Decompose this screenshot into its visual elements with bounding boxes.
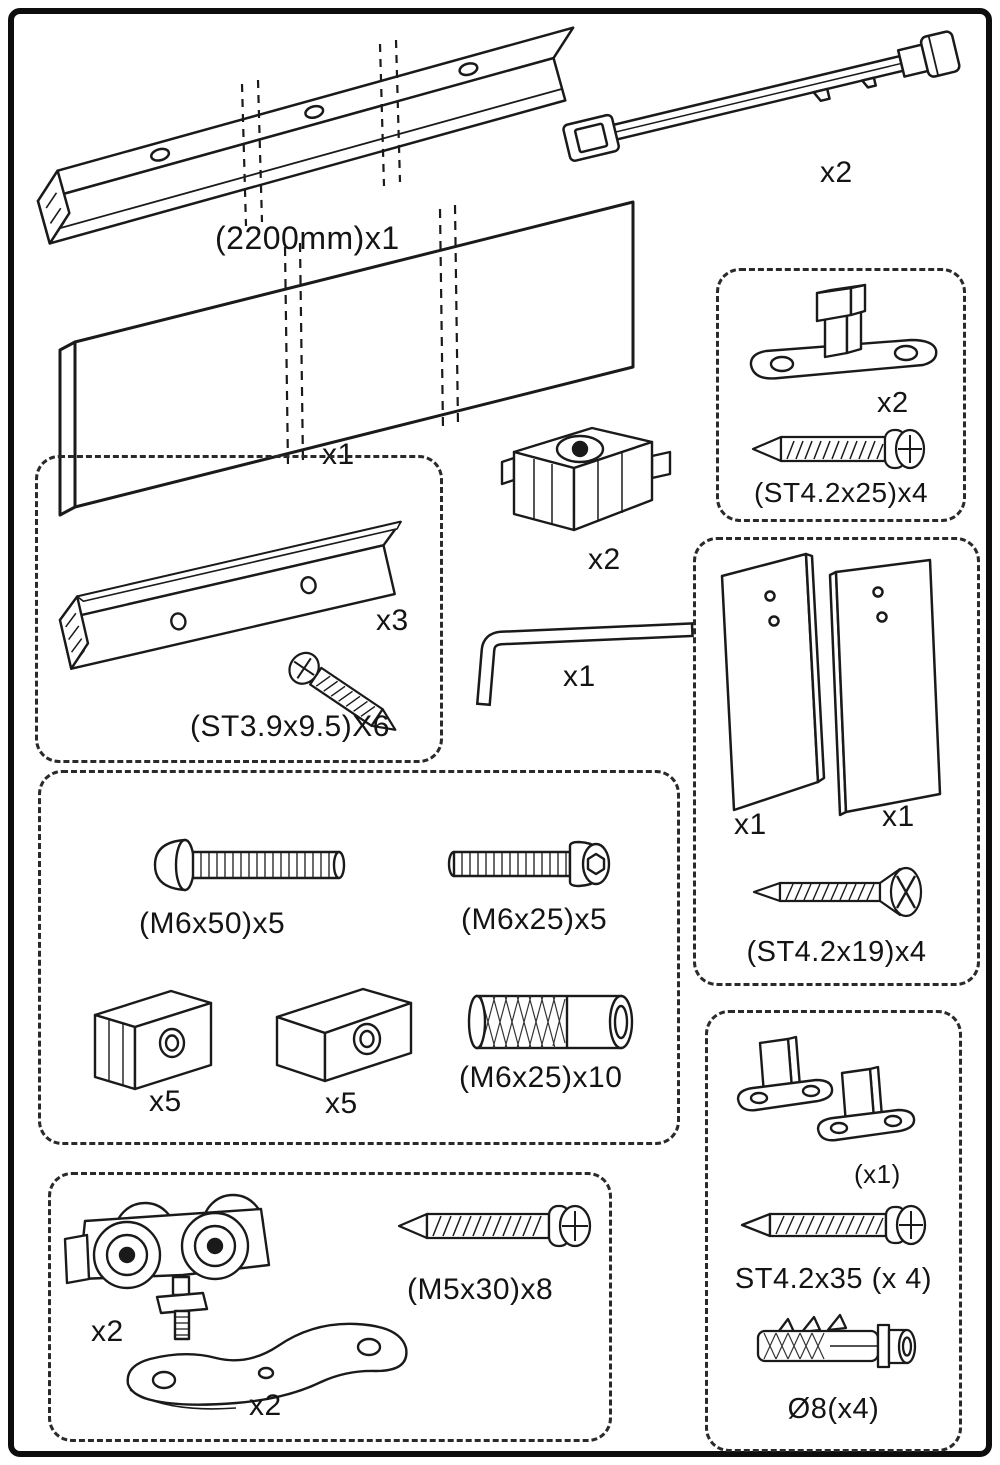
nut-block-thin-illustration (93, 989, 213, 1091)
floor-guide-group-box: (x1) ST4.2x35 (x 4) (705, 1010, 962, 1452)
wall-anchor-illustration (756, 1313, 917, 1369)
wall-channel-group-box: x3 (ST3.9x9.5)X6 (35, 455, 443, 763)
hex-key-qty-label: x1 (563, 660, 596, 693)
door-board-illustration (58, 200, 635, 517)
wall-channel-illustration (58, 520, 402, 670)
panel-screw-illustration (752, 866, 923, 918)
door-stop-screw-illustration (751, 428, 926, 470)
door-stop-group-box: x2 (ST4.2x25)x4 (716, 268, 966, 522)
roller-qty-label: x2 (91, 1315, 124, 1348)
damper-qty-label: x2 (820, 156, 853, 189)
rollers-group-box: x2 (M5x30)x8 x2 (48, 1172, 612, 1442)
floor-guide-illustration (736, 1035, 916, 1142)
wall-channel-screw-label: (ST3.9x9.5)X6 (190, 710, 390, 743)
board-qty-label: x1 (322, 438, 355, 471)
panel-screw-label: (ST4.2x19)x4 (746, 936, 927, 968)
bolt-m6x50-illustration (153, 838, 346, 892)
m5-screw-illustration (397, 1204, 592, 1248)
track-qty-label: (2200mm)x1 (215, 220, 400, 256)
st-screw-label: ST4.2x35 (x 4) (734, 1263, 933, 1295)
panels-illustration (720, 552, 942, 817)
guide-block-illustration (500, 426, 672, 532)
mounting-plate-qty-label: x2 (249, 1389, 282, 1422)
soft-close-damper-illustration (562, 30, 961, 162)
panel-left-qty-label: x1 (734, 808, 767, 841)
sleeve-m6x25-illustration (467, 994, 634, 1050)
door-stop-illustration (749, 283, 938, 380)
floor-guide-qty-label: (x1) (854, 1159, 901, 1189)
bolt-m6x50-label: (M6x50)x5 (139, 907, 286, 940)
mounting-plate-illustration (126, 1322, 408, 1410)
door-stop-qty-label: x2 (877, 387, 909, 419)
nut-block-thick-illustration (275, 987, 413, 1083)
st-screw-illustration (740, 1204, 927, 1246)
guide-block-qty-label: x2 (588, 543, 621, 576)
wall-channel-qty-label: x3 (376, 604, 409, 637)
sleeve-m6x25-label: (M6x25)x10 (459, 1061, 623, 1094)
wall-channel-screw-illustration (288, 651, 397, 731)
door-stop-screw-label: (ST4.2x25)x4 (753, 477, 929, 508)
nut-block-thin-qty-label: x5 (149, 1085, 182, 1118)
page-border (8, 8, 992, 1457)
top-track-illustration (36, 26, 575, 245)
m5-screw-label: (M5x30)x8 (407, 1273, 554, 1306)
panels-group-box: x1 x1 (ST4.2x19)x4 (693, 537, 980, 986)
panel-right-qty-label: x1 (882, 800, 915, 833)
wall-anchor-label: Ø8(x4) (787, 1393, 880, 1425)
roller-hanger-illustration (63, 1193, 271, 1341)
nut-block-thick-qty-label: x5 (325, 1087, 358, 1120)
hex-key-illustration (475, 622, 694, 707)
bolt-m6x25-illustration (447, 840, 611, 888)
bolt-m6x25-label: (M6x25)x5 (461, 903, 608, 936)
bolts-group-box: (M6x50)x5 (M6x25)x5 x5 (38, 770, 680, 1145)
